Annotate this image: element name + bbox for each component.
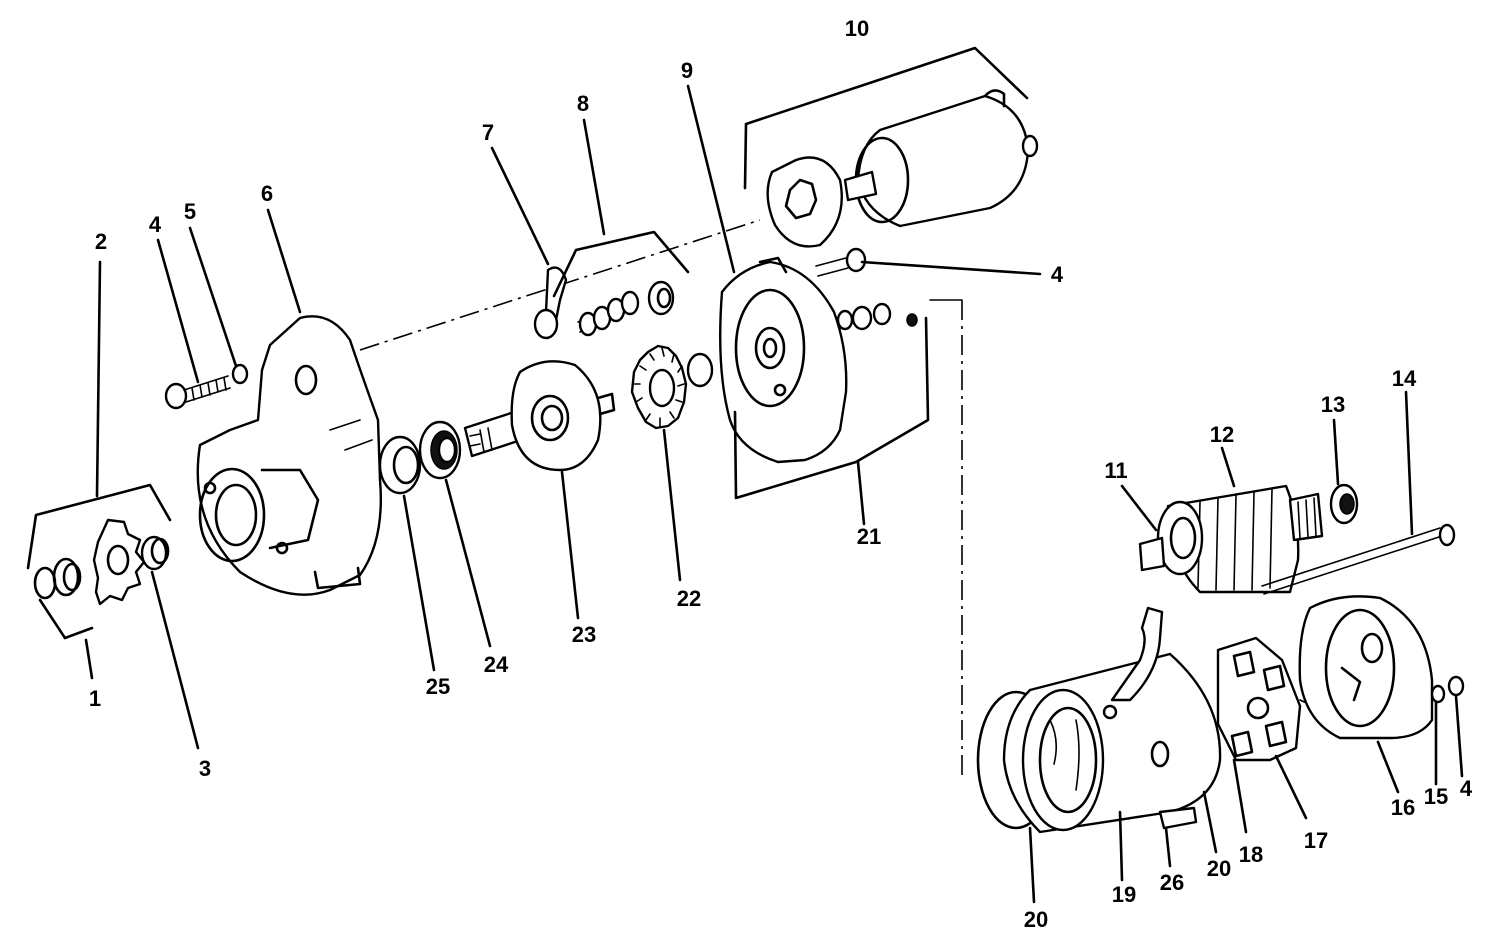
gear-housing-9	[719, 256, 848, 464]
solenoid-bolt	[815, 247, 867, 277]
label-part-6: 6	[261, 181, 273, 206]
label-part-4-solenoid-bolt: 4	[1051, 262, 1064, 287]
planetary-gear	[630, 344, 714, 430]
pinion-shaft-and-plate	[463, 360, 616, 472]
label-part-17: 17	[1304, 828, 1328, 853]
label-part-20-outer: 20	[1024, 907, 1048, 932]
label-part-24: 24	[484, 652, 509, 677]
pinion-gear-assembly	[33, 518, 170, 606]
oil-seal-25	[378, 435, 422, 495]
lock-washer	[231, 363, 249, 385]
label-part-19: 19	[1112, 882, 1136, 907]
solenoid-switch	[766, 89, 1039, 248]
part-callouts: 1 2 3 4 4 4 5 6 7 8 9 10 11 12 13 14 15 …	[89, 16, 1473, 932]
brush-holder	[1216, 636, 1337, 762]
label-part-11: 11	[1104, 458, 1127, 483]
label-part-18: 18	[1239, 842, 1263, 867]
armature-bearing	[1329, 483, 1359, 525]
drive-end-housing	[196, 315, 383, 596]
label-part-22: 22	[677, 586, 701, 611]
label-part-16: 16	[1391, 795, 1415, 820]
bearing-24	[418, 420, 462, 480]
through-bolt	[1261, 523, 1456, 595]
label-part-3: 3	[199, 756, 211, 781]
label-part-4-bolt: 4	[149, 212, 162, 237]
bracket-8	[552, 230, 690, 298]
label-part-23: 23	[572, 622, 596, 647]
label-part-9: 9	[681, 58, 693, 83]
label-part-2: 2	[95, 229, 107, 254]
plunger-spring-set	[577, 280, 675, 337]
label-part-20-inner: 20	[1207, 856, 1231, 881]
label-part-21: 21	[857, 524, 881, 549]
label-part-7: 7	[482, 120, 494, 145]
drive-housing-bolt	[164, 375, 231, 410]
bracket-10	[743, 46, 1029, 190]
armature	[1138, 484, 1324, 594]
label-part-12: 12	[1210, 422, 1234, 447]
label-part-13: 13	[1321, 392, 1345, 417]
end-cap-washer-and-screw	[1430, 675, 1465, 704]
label-part-1: 1	[89, 686, 101, 711]
label-part-25: 25	[426, 674, 450, 699]
label-part-4-end-screw: 4	[1460, 776, 1473, 801]
bracket-lines-left	[26, 483, 172, 640]
label-part-5: 5	[184, 199, 196, 224]
bracket-21	[733, 316, 930, 500]
label-part-14: 14	[1392, 366, 1417, 391]
label-part-8: 8	[577, 91, 589, 116]
field-frame-yoke	[976, 606, 1222, 834]
label-part-26: 26	[1160, 870, 1184, 895]
commutator-end-cap	[1298, 595, 1434, 740]
screw-and-washer-set	[836, 302, 918, 331]
leader-lines	[84, 84, 1464, 904]
label-part-15: 15	[1424, 784, 1448, 809]
label-part-10: 10	[845, 16, 869, 41]
